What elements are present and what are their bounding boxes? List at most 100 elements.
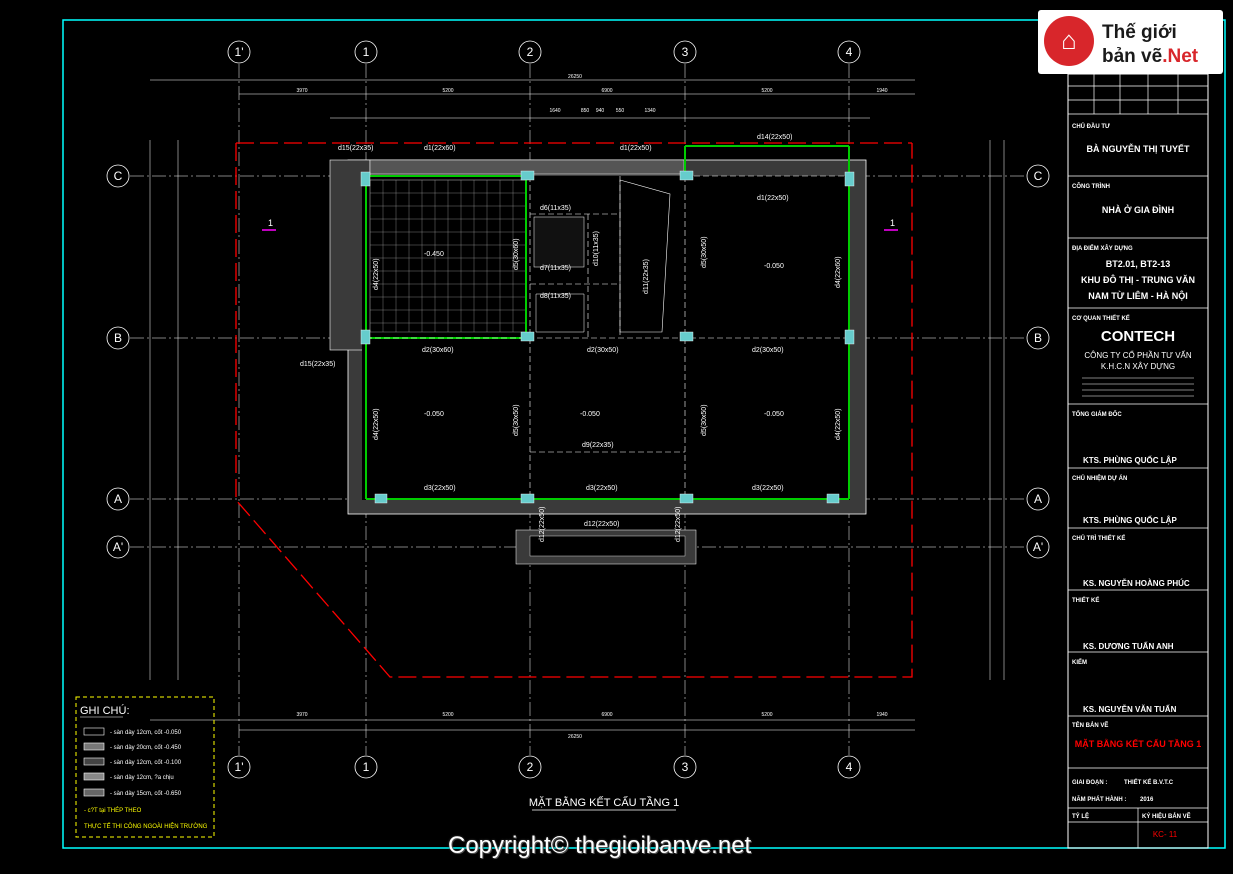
beam-label-d15-bottom: d15(22x35): [300, 361, 335, 368]
dim-bot-1: 3970: [296, 712, 307, 718]
logo-circle: [1044, 16, 1094, 66]
grid-label-right-a: A: [1034, 492, 1042, 506]
tb-sheet-label: TÊN BẢN VẼ: [1072, 721, 1108, 729]
beam-label-d12: d12(22x50): [584, 521, 619, 528]
dim-bot-5: 1940: [876, 712, 887, 718]
tb-year: 2016: [1140, 797, 1154, 803]
dim-top-1: 3970: [296, 88, 307, 94]
note-item-3: - sàn dày 12cm, cốt -0.100: [110, 760, 182, 766]
grid-label-bottom-1p: 1': [235, 760, 244, 774]
grid-label-top-1p: 1': [235, 45, 244, 59]
level-label-3: -0.050: [424, 411, 444, 418]
tb-code-label: KÝ HIỆU BẢN VẼ: [1142, 812, 1191, 820]
beam-label-d7: d7(11x35): [540, 265, 571, 272]
dim-bot-3: 6900: [601, 712, 612, 718]
dim-top-2: 5200: [442, 88, 453, 94]
dim-split-5: 1340: [644, 108, 655, 114]
dim-overall-bottom: 26250: [568, 734, 582, 740]
grid-label-top-2: 2: [527, 45, 534, 59]
tb-location-3: NAM TỪ LIÊM - HÀ NỘI: [1088, 290, 1187, 301]
beam-label-d4-left-low: d4(22x50): [373, 408, 380, 440]
dim-top-5: 1940: [876, 88, 887, 94]
dim-top-4: 5200: [761, 88, 772, 94]
company-logo: CONTECH: [1101, 328, 1175, 345]
dim-split-3: 940: [596, 108, 605, 114]
beam-label-d5-low-left: d5(30x50): [513, 404, 520, 436]
note-item-1: - sàn dày 12cm, cốt -0.050: [110, 730, 182, 736]
dim-split-1: 1640: [549, 108, 560, 114]
tb-scale-label: TỶ LỆ: [1072, 812, 1089, 820]
tb-designer-label: THIẾT KẾ: [1072, 597, 1099, 604]
tb-owner: BÀ NGUYỄN THỊ TUYẾT: [1086, 143, 1190, 154]
tb-pm: KTS. PHÙNG QUỐC LẬP: [1083, 515, 1177, 525]
tb-phase: THIẾT KẾ B.V.T.C: [1124, 779, 1174, 786]
beam-label-d4-right: d4(22x60): [835, 256, 842, 288]
grid-label-top-4: 4: [846, 45, 853, 59]
logo-text-line2: bản vẽ.Net: [1102, 46, 1198, 68]
grid-label-left-ap: A': [113, 540, 123, 554]
dim-top-3: 6900: [601, 88, 612, 94]
beam-label-d14: d14(22x50): [757, 134, 792, 141]
note-item-6: - c?T tại THÉP THEO: [84, 807, 142, 814]
beam-label-d11: d11(22x35): [643, 259, 650, 294]
beam-label-d10: d10(11x35): [593, 231, 600, 266]
level-label-2: -0.050: [764, 263, 784, 270]
beam-label-d5-mid: d5(30x50): [701, 236, 708, 268]
dim-bot-4: 5200: [761, 712, 772, 718]
columns: [360, 170, 855, 550]
beam-label-d15-top: d15(22x35): [338, 145, 373, 152]
section-mark-right: 1: [890, 218, 895, 228]
tb-pm-label: CHỦ NHIỆM DỰ ÁN: [1072, 474, 1127, 482]
beam-label-d8: d8(11x35): [540, 293, 571, 300]
beam-label-d9: d9(22x35): [582, 442, 614, 449]
shaft-opening: [533, 216, 585, 268]
beam-label-d2-right: d2(30x50): [752, 347, 784, 354]
beam-label-d4-right-low: d4(22x50): [835, 408, 842, 440]
beam-label-d3-left: d3(22x50): [424, 485, 456, 492]
dim-split-4: 550: [616, 108, 625, 114]
copyright-watermark: Copyright© thegioibanve.net: [448, 832, 752, 859]
grid-label-top-3: 3: [682, 45, 689, 59]
tb-checker: KS. NGUYỄN VĂN TUẤN: [1083, 704, 1177, 714]
note-item-2: - sàn dày 20cm, cốt -0.450: [110, 745, 182, 751]
outer-frame: [62, 19, 1226, 849]
beam-label-d1-top-mid: d1(22x50): [620, 145, 652, 152]
level-label-1: -0.450: [424, 251, 444, 258]
tb-year-label: NĂM PHÁT HÀNH :: [1072, 796, 1126, 803]
level-label-4: -0.050: [580, 411, 600, 418]
logo-text-net: .Net: [1162, 46, 1199, 67]
beam-label-d1-top-left: d1(22x60): [424, 145, 456, 152]
beam-label-d2-left: d2(30x60): [422, 347, 454, 354]
tb-checker-label: KIỂM: [1072, 659, 1087, 666]
logo-text-banve: bản vẽ: [1102, 46, 1163, 67]
dim-bot-2: 5200: [442, 712, 453, 718]
grid-label-bottom-3: 3: [682, 760, 689, 774]
stair-void: [619, 179, 671, 333]
grid-bubbles: [106, 40, 1050, 779]
company-address-lines: [1082, 377, 1194, 397]
beam-label-d3-right: d3(22x50): [752, 485, 784, 492]
tb-designer: KS. DƯƠNG TUẤN ANH: [1083, 641, 1174, 651]
tb-sheet-name: MẶT BẰNG KẾT CẤU TẦNG 1: [1075, 739, 1202, 749]
drawing-title: MẶT BẰNG KẾT CẤU TẦNG 1: [529, 796, 679, 809]
grid-label-top-1: 1: [363, 45, 370, 59]
beam-label-d1-right: d1(22x50): [757, 195, 789, 202]
beam-label-d3-mid: d3(22x50): [586, 485, 618, 492]
note-item-5: - sàn dày 15cm, cốt -0.650: [110, 791, 182, 797]
beam-label-d4-left: d4(22x50): [373, 258, 380, 290]
beam-label-d2-mid: d2(30x50): [587, 347, 619, 354]
tb-agency-label: CƠ QUAN THIẾT KẾ: [1072, 315, 1130, 322]
grid-label-left-a: A: [114, 492, 122, 506]
tb-director-label: TỔNG GIÁM ĐỐC: [1072, 411, 1122, 418]
beam-label-d6: d6(11x35): [540, 205, 571, 212]
site-logo[interactable]: ⌂ Thế giới bản vẽ.Net: [1038, 10, 1223, 74]
tb-phase-label: GIAI ĐOẠN :: [1072, 780, 1107, 786]
level-label-5: -0.050: [764, 411, 784, 418]
house-icon: ⌂: [1061, 25, 1077, 55]
grid-label-bottom-2: 2: [527, 760, 534, 774]
tb-code: KC- 11: [1153, 830, 1178, 839]
notes-box: [75, 696, 215, 838]
beam-label-d12-left: d12(22x50): [539, 507, 546, 542]
notes-title: GHI CHÚ:: [80, 704, 130, 717]
